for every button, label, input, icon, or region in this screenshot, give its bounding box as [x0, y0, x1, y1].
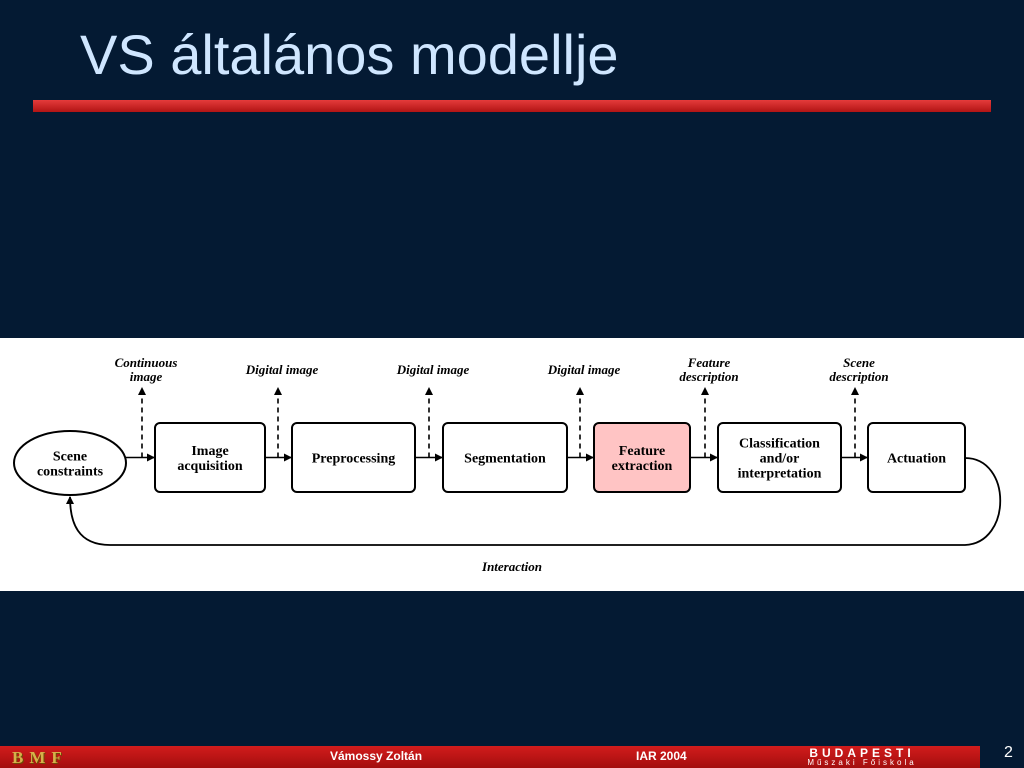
output-label: Digital image [245, 362, 319, 377]
node-label: Segmentation [464, 452, 546, 467]
node-label: Classification [739, 437, 820, 452]
output-label: Digital image [547, 362, 621, 377]
node-label: acquisition [177, 459, 243, 474]
logo-right-line2: Műszaki Főiskola [807, 758, 917, 767]
interaction-loop [66, 457, 1002, 546]
node-label: Preprocessing [312, 452, 395, 467]
node-actuation: Actuation [867, 422, 966, 493]
interaction-label: Interaction [481, 559, 542, 574]
node-segmentation: Segmentation [442, 422, 568, 493]
event-name: IAR 2004 [636, 749, 687, 763]
logo-right-line1: BUDAPESTI [809, 746, 915, 760]
node-label: Scene [53, 450, 87, 465]
node-label: interpretation [738, 467, 822, 482]
node-label: Image [191, 444, 228, 459]
author-name: Vámossy Zoltán [330, 749, 423, 763]
slide-title: VS általános modellje [80, 23, 619, 86]
output-digital-image-3: Digital image [547, 362, 621, 458]
output-label: image [130, 369, 163, 384]
budapesti-logo: BUDAPESTI Műszaki Főiskola [756, 746, 968, 767]
output-label: Digital image [396, 362, 470, 377]
output-digital-image-2: Digital image [396, 362, 470, 458]
title-underline [33, 100, 991, 112]
footer-bar [0, 746, 980, 768]
node-label: Actuation [887, 452, 946, 467]
bmf-logo: BMF [12, 748, 68, 767]
output-label: description [829, 369, 888, 384]
node-label: constraints [37, 465, 104, 480]
output-digital-image-1: Digital image [245, 362, 319, 458]
output-label: Continuous [115, 355, 178, 370]
node-label: extraction [612, 459, 673, 474]
output-label: Scene [843, 355, 875, 370]
output-label: description [679, 369, 738, 384]
output-label: Feature [687, 355, 731, 370]
node-label: and/or [760, 452, 800, 467]
node-preprocessing: Preprocessing [291, 422, 416, 493]
node-label: Feature [619, 444, 665, 459]
page-number: 2 [1004, 744, 1013, 761]
